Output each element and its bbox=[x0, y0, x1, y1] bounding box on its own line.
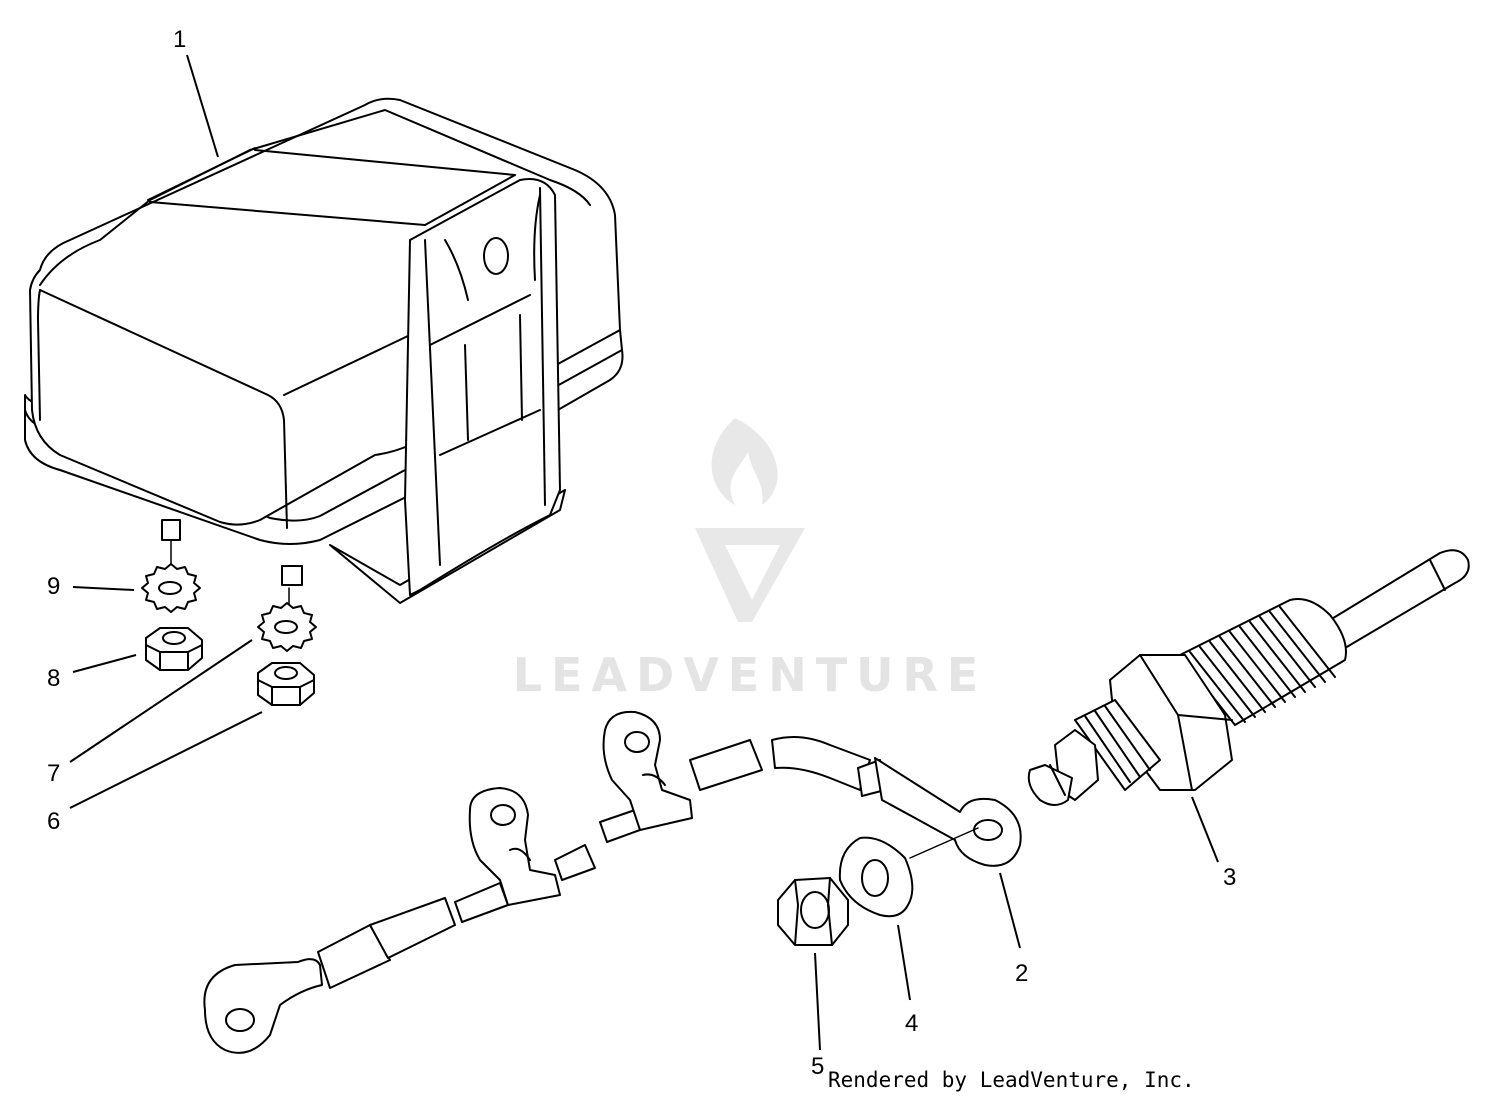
callout-4: 4 bbox=[905, 1010, 919, 1037]
callout-3: 3 bbox=[1223, 864, 1237, 891]
hex-nut-8 bbox=[145, 627, 203, 671]
callout-1: 1 bbox=[173, 26, 187, 53]
callout-9: 9 bbox=[47, 573, 61, 600]
lock-washer-7 bbox=[257, 587, 317, 652]
lock-washer-9 bbox=[141, 539, 201, 613]
callout-6: 6 bbox=[47, 808, 61, 835]
flat-washer-4 bbox=[838, 836, 914, 918]
leader-lines bbox=[69, 54, 1219, 1051]
callout-5: 5 bbox=[811, 1053, 825, 1080]
callout-8: 8 bbox=[47, 665, 61, 692]
hex-nut-6 bbox=[257, 662, 315, 706]
render-credit: Rendered by LeadVenture, Inc. bbox=[828, 1068, 1195, 1092]
hex-nut-5 bbox=[777, 877, 849, 946]
callout-2: 2 bbox=[1015, 960, 1029, 987]
wire-harness-2 bbox=[203, 710, 1022, 1054]
watermark-text: LEADVENTURE bbox=[512, 648, 988, 702]
glow-plug-3 bbox=[1027, 549, 1470, 806]
callout-7: 7 bbox=[47, 760, 61, 787]
controller-box bbox=[24, 97, 624, 604]
